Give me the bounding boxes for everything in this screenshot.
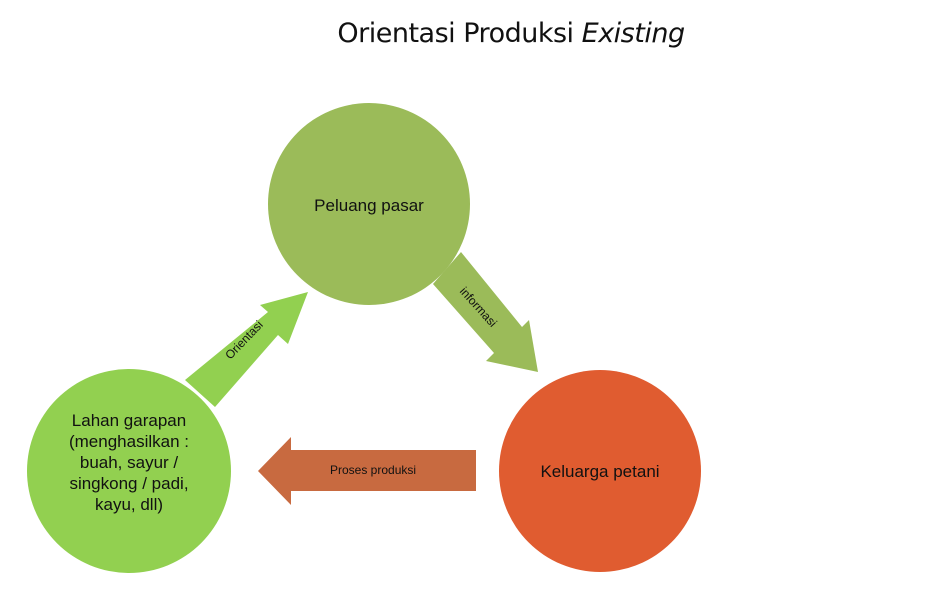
arrow-proses-produksi xyxy=(258,437,476,505)
node-label-lahan-garapan: Lahan garapan (menghasilkan : buah, sayu… xyxy=(44,410,214,515)
node-label-peluang-pasar: Peluang pasar xyxy=(314,196,424,215)
diagram-title: Orientasi Produksi Existing xyxy=(0,18,939,49)
node-peluang-pasar xyxy=(268,103,470,305)
node-label-keluarga-petani: Keluarga petani xyxy=(540,462,660,481)
arrow-informasi xyxy=(433,252,538,372)
node-lahan-garapan xyxy=(27,369,231,573)
land-line-3: buah, sayur / xyxy=(79,453,179,472)
land-line-5: kayu, dll) xyxy=(94,495,164,514)
land-line-4: singkong / padi, xyxy=(69,474,189,493)
arrow-orientasi xyxy=(185,292,308,407)
title-main: Orientasi Produksi xyxy=(337,18,574,49)
land-line-2: (menghasilkan : xyxy=(68,432,189,451)
title-italic: Existing xyxy=(581,18,685,49)
land-line-1: Lahan garapan xyxy=(71,411,187,430)
arrow-label-proses-produksi: Proses produksi xyxy=(330,463,417,477)
node-keluarga-petani xyxy=(499,370,701,572)
